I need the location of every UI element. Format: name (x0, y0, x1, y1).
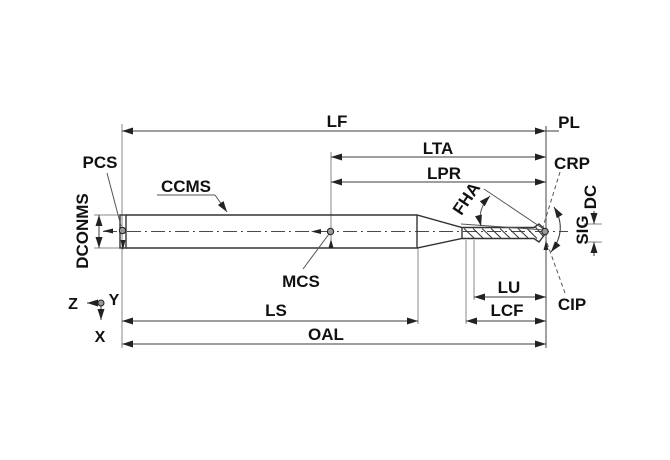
mcs-point (326, 227, 335, 236)
label-fha: FHA (449, 179, 484, 219)
leader-crp (542, 171, 561, 228)
label-mcs: MCS (282, 272, 320, 291)
label-lcf: LCF (490, 301, 523, 320)
label-cip: CIP (558, 295, 586, 314)
extension-lines (94, 124, 602, 348)
label-sig: SIG (573, 215, 592, 244)
origin-point (97, 299, 105, 307)
pcs-x-arrow-icon (120, 240, 126, 250)
label-crp: CRP (554, 154, 590, 173)
reference-points (103, 226, 549, 250)
label-ccms: CCMS (161, 177, 211, 196)
cip-axis-arrow-icon (543, 241, 549, 250)
leader-lines (106, 171, 566, 294)
leader-ccms (214, 194, 228, 213)
label-lu: LU (498, 278, 521, 297)
leader-pcs (106, 172, 122, 227)
label-lpr: LPR (427, 164, 461, 183)
coordinate-system: Z Y X (68, 292, 120, 346)
dim-arc-sig (550, 206, 563, 253)
label-lta: LTA (423, 139, 454, 158)
label-pcs: PCS (83, 153, 118, 172)
cip-point (541, 227, 549, 236)
label-lf: LF (327, 112, 348, 131)
leader-cip (546, 242, 566, 294)
dimension-lines (95, 127, 598, 348)
label-ls: LS (265, 301, 287, 320)
pcs-point (118, 226, 127, 235)
label-pl: PL (558, 113, 580, 132)
label-oal: OAL (308, 325, 344, 344)
label-dc: DC (581, 185, 600, 210)
label-dconms: DCONMS (73, 193, 92, 269)
dimension-labels: LF PL LTA LPR PCS CCMS CRP MCS LU CIP LS… (73, 112, 600, 344)
drill-profile (126, 214, 548, 249)
dim-angle-fha (460, 188, 546, 231)
axis-label-z: Z (68, 296, 78, 313)
pcs-z-arrow-icon (103, 228, 113, 234)
axis-label-x: X (95, 329, 106, 346)
mcs-z-arrow-icon (311, 229, 321, 234)
leader-mcs (302, 233, 330, 270)
flute-helix-lines (463, 226, 544, 239)
axis-label-y: Y (109, 292, 120, 309)
mcs-axis-arrow-icon (328, 239, 334, 248)
